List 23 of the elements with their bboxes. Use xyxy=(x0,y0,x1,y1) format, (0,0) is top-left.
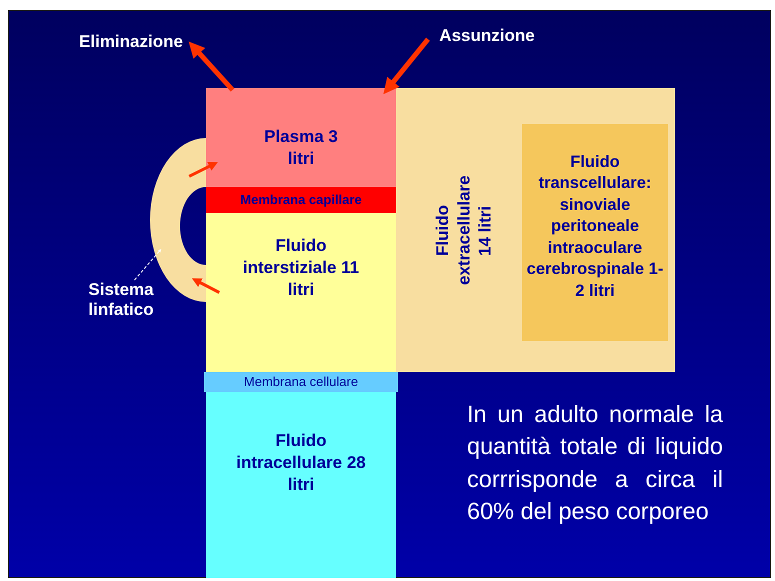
compartment-label: Fluido extracellulare 14 litri xyxy=(432,174,496,288)
membrane-label: Membrana capillare xyxy=(239,192,363,209)
compartment-label: Fluido intracellulare 28 litri xyxy=(236,430,366,496)
callout-label: Sistema linfatico xyxy=(76,280,166,324)
membrane-label: Membrana cellulare xyxy=(242,374,360,391)
compartment-label: Plasma 3 litri xyxy=(263,126,339,170)
compartment-label: Fluido transcellulare: sinoviale peritoneale intraoculare cerebrospinale 1-2 litri xyxy=(526,152,664,302)
note-paragraph: In un adulto normale la quantità totale di liquido corrrisponde a circa il 60% del peso corporeo xyxy=(467,400,723,526)
flow-label: Assunzione xyxy=(428,26,546,48)
compartment-box xyxy=(206,392,396,578)
compartment-box xyxy=(206,213,396,372)
compartment-box xyxy=(522,124,668,341)
flow-label: Eliminazione xyxy=(68,32,194,54)
arrow xyxy=(383,38,430,94)
membrane-band xyxy=(206,187,396,213)
compartment-box xyxy=(206,88,396,187)
compartment-label: Fluido interstiziale 11 litri xyxy=(242,235,360,302)
arrow xyxy=(188,162,218,178)
membrane-band xyxy=(204,372,398,392)
arrow xyxy=(188,41,234,92)
leader-line xyxy=(134,249,162,280)
compartment-box xyxy=(396,88,675,372)
arrow xyxy=(192,278,220,294)
